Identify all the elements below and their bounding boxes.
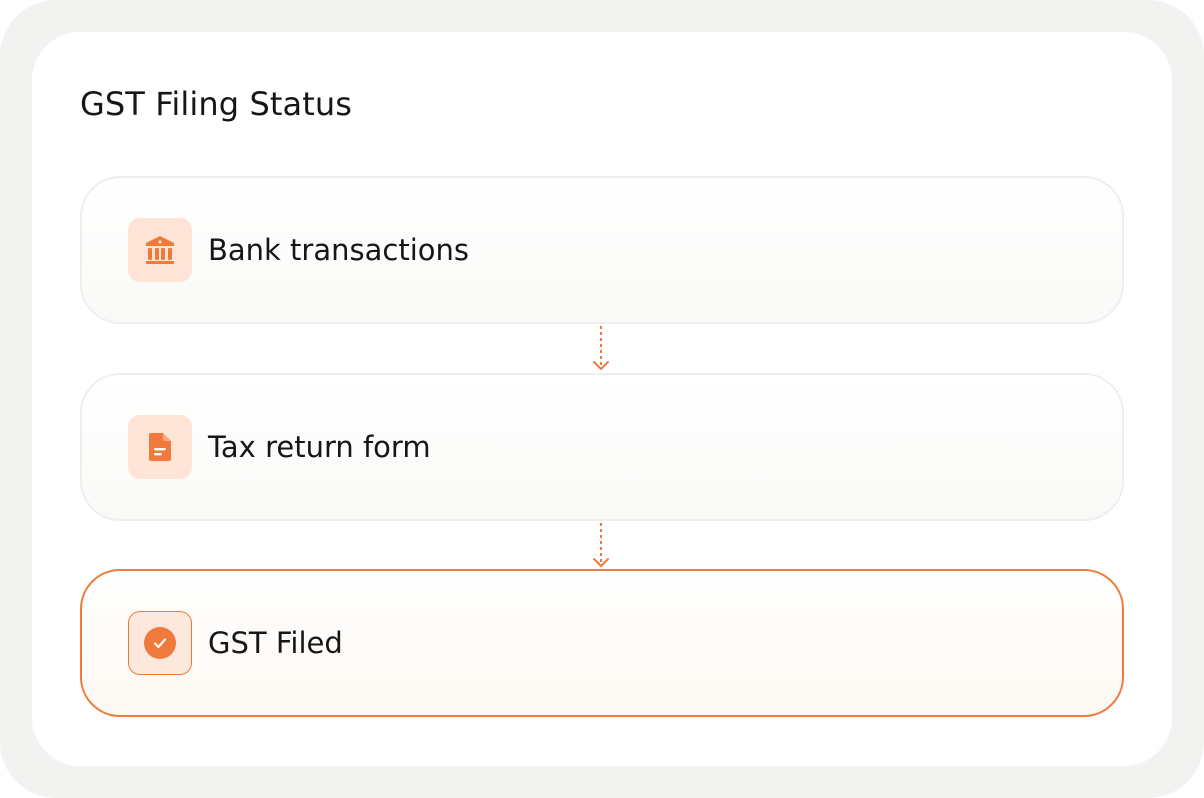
step-icon-tile — [128, 218, 192, 282]
step-gst-filed[interactable]: GST Filed — [80, 569, 1124, 717]
page-title: GST Filing Status — [80, 85, 353, 123]
step-bank-transactions[interactable]: Bank transactions — [80, 176, 1124, 324]
step-icon-tile — [128, 415, 192, 479]
step-label: GST Filed — [208, 626, 343, 660]
step-label: Bank transactions — [208, 233, 469, 267]
step-icon-tile — [128, 611, 192, 675]
step-tax-return-form[interactable]: Tax return form — [80, 373, 1124, 521]
document-icon — [149, 433, 171, 461]
bank-icon — [146, 236, 174, 264]
flow-arrow-icon — [593, 523, 609, 567]
check-circle-icon — [144, 627, 176, 659]
flow-arrow-icon — [593, 326, 609, 370]
step-label: Tax return form — [208, 430, 431, 464]
